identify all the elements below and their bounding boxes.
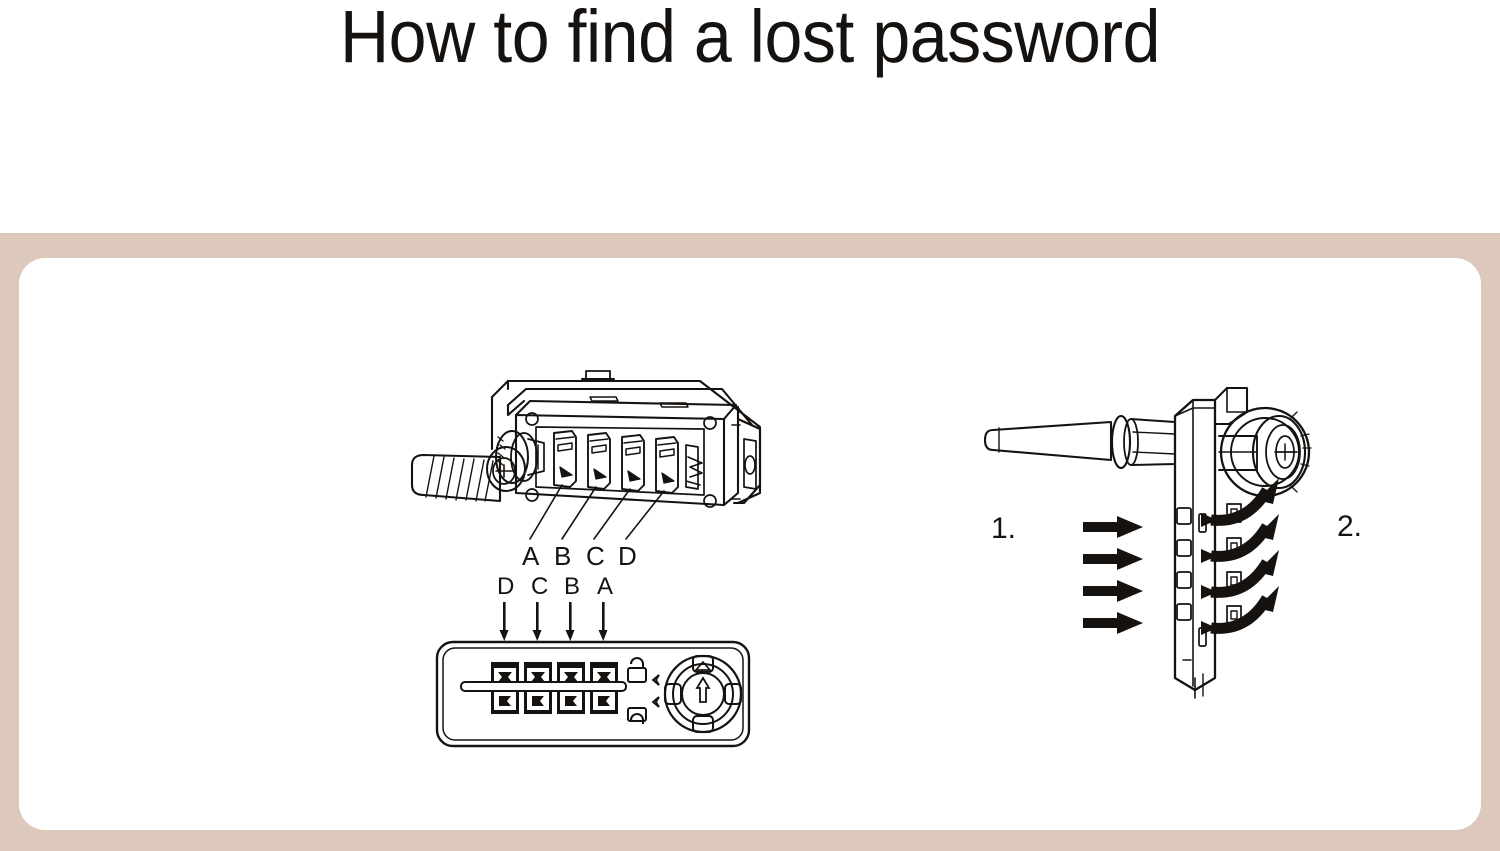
face-center-marks xyxy=(651,674,660,708)
face-label-c: C xyxy=(531,573,548,600)
title-area: How to find a lost password xyxy=(0,0,1500,233)
face-label-a: A xyxy=(597,573,613,600)
face-label-d: D xyxy=(497,573,514,600)
face-slider-bar xyxy=(460,681,627,692)
face-label-b: B xyxy=(564,573,580,600)
step-2-arrow-tails xyxy=(1201,513,1217,635)
figure-exploded-lock: A B C D xyxy=(404,353,804,653)
exploded-label-b: B xyxy=(554,541,571,571)
face-dial-arrows xyxy=(499,602,608,641)
padlock-icon-bottom xyxy=(627,707,647,724)
page-title: How to find a lost password xyxy=(339,0,1161,78)
step-2-arrowheads xyxy=(1257,478,1279,612)
figure-lock-face: D C B A xyxy=(419,568,769,758)
illustration-panel: A B C D D C B A xyxy=(19,258,1481,830)
step-1-number: 1. xyxy=(991,512,1016,545)
step-2-number: 2. xyxy=(1337,510,1362,543)
exploded-label-d: D xyxy=(618,541,637,571)
figure-side-view: 1. 2. xyxy=(979,378,1399,708)
key-knob xyxy=(663,654,743,734)
step-1-arrows xyxy=(1083,516,1143,634)
exploded-label-a: A xyxy=(522,541,540,571)
illustration-frame: A B C D D C B A xyxy=(0,233,1500,851)
exploded-label-c: C xyxy=(586,541,605,571)
padlock-icon-top xyxy=(627,657,647,683)
